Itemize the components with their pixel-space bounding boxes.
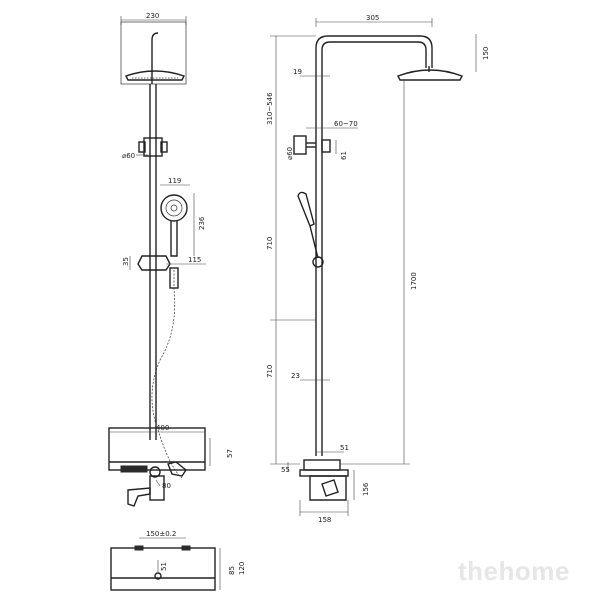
shower-hose	[151, 270, 183, 479]
dim-label-115: 115	[188, 256, 201, 264]
dim-label-19: 19	[293, 68, 302, 76]
dim-label-158: 158	[318, 516, 331, 524]
dim-label-150r: 150	[482, 47, 490, 60]
dim-leader	[155, 479, 161, 487]
plan-outlet	[134, 545, 144, 551]
dim-label-310-546: 310~546	[266, 92, 274, 125]
side-slider	[312, 256, 324, 268]
hand-shower-center	[170, 204, 178, 212]
dim-label-305: 305	[366, 14, 379, 22]
side-bracket-wall	[293, 135, 307, 155]
dim-label-400: 400	[156, 424, 169, 432]
dim-label-119: 119	[168, 177, 181, 185]
head-arm	[151, 32, 159, 84]
slider-holder	[137, 255, 171, 271]
watermark: thehome	[458, 556, 570, 586]
dim-label-51b: 51	[160, 562, 168, 571]
dim-label-80: 80	[162, 482, 171, 490]
thermostat-shelf	[108, 427, 206, 471]
bracket-knob	[138, 141, 146, 153]
dim-label-55: 55	[281, 466, 290, 474]
side-hand-handle	[309, 225, 319, 259]
dim-label-156: 156	[362, 482, 370, 496]
side-thermostat-top	[303, 459, 341, 471]
hose-connector	[169, 267, 179, 289]
dim-label-23: 23	[291, 372, 300, 380]
side-arm-outer	[315, 35, 433, 456]
side-thermostat-mid	[299, 469, 349, 477]
side-valve-body	[309, 475, 347, 501]
bracket-knob	[160, 141, 168, 153]
dim-label-710b: 710	[266, 365, 274, 378]
dim-label-57: 57	[226, 449, 234, 458]
dim-label-61: 61	[340, 151, 348, 160]
dim-label-35: 35	[122, 257, 130, 266]
dim-label-236: 236	[198, 216, 206, 230]
head-shower	[125, 70, 185, 81]
dim-label-phi60-side: ⌀60	[286, 147, 294, 160]
dim-label-phi60: ⌀60	[122, 152, 135, 160]
dim-label-1700: 1700	[410, 272, 418, 290]
head-shower-outline	[120, 21, 187, 85]
mixer-lever	[167, 461, 187, 477]
side-arm-inner	[321, 41, 427, 456]
hand-shower-ring	[165, 199, 183, 217]
dim-label-150-tol: 150±0.2	[146, 530, 176, 538]
wall-bracket	[143, 137, 163, 157]
dim-label-120: 120	[238, 562, 246, 575]
plan-outlet	[181, 545, 191, 551]
bath-spout	[127, 487, 151, 507]
side-head-shower	[397, 69, 463, 81]
side-bracket-clamp	[321, 139, 331, 153]
plan-center	[154, 572, 162, 580]
plan-body	[110, 547, 216, 591]
shelf-dark-panel	[120, 465, 148, 473]
side-spout	[321, 479, 339, 497]
dim-label-85: 85	[228, 566, 236, 575]
dim-label-230: 230	[146, 12, 159, 20]
valve-knob	[149, 466, 161, 478]
hand-shower-handle	[170, 221, 178, 257]
dim-label-51: 51	[340, 444, 349, 452]
hand-shower-face	[160, 194, 188, 222]
dim-label-60-70: 60~70	[334, 120, 358, 128]
dim-label-710a: 710	[266, 237, 274, 250]
side-hand-shower	[297, 191, 315, 227]
